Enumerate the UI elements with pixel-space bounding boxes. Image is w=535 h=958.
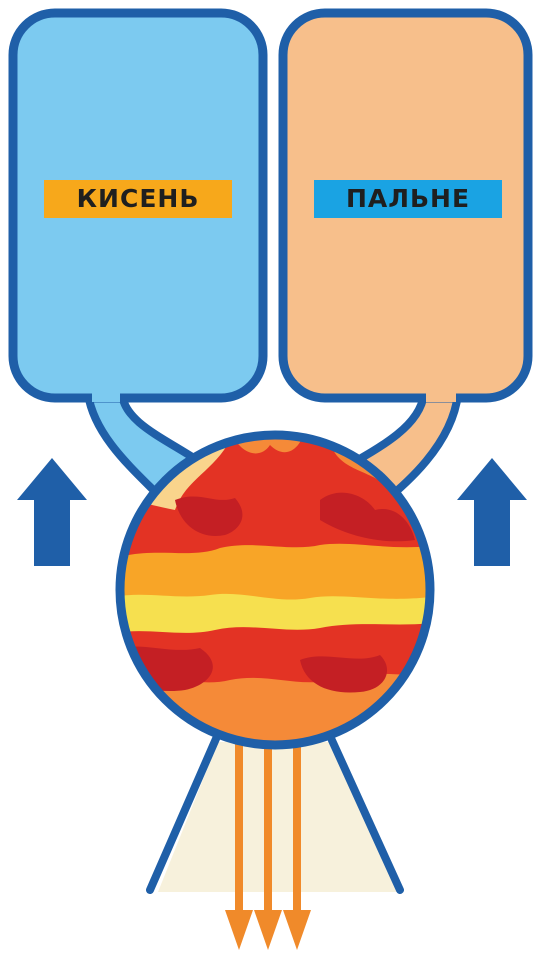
fuel-label: ПАЛЬНЕ [314,180,502,218]
oxygen-label: КИСЕНЬ [44,180,232,218]
up-arrow-icon [457,458,527,566]
up-arrow-icon [17,458,87,566]
exhaust-glow [158,742,398,892]
exhaust-arrows [225,735,311,950]
